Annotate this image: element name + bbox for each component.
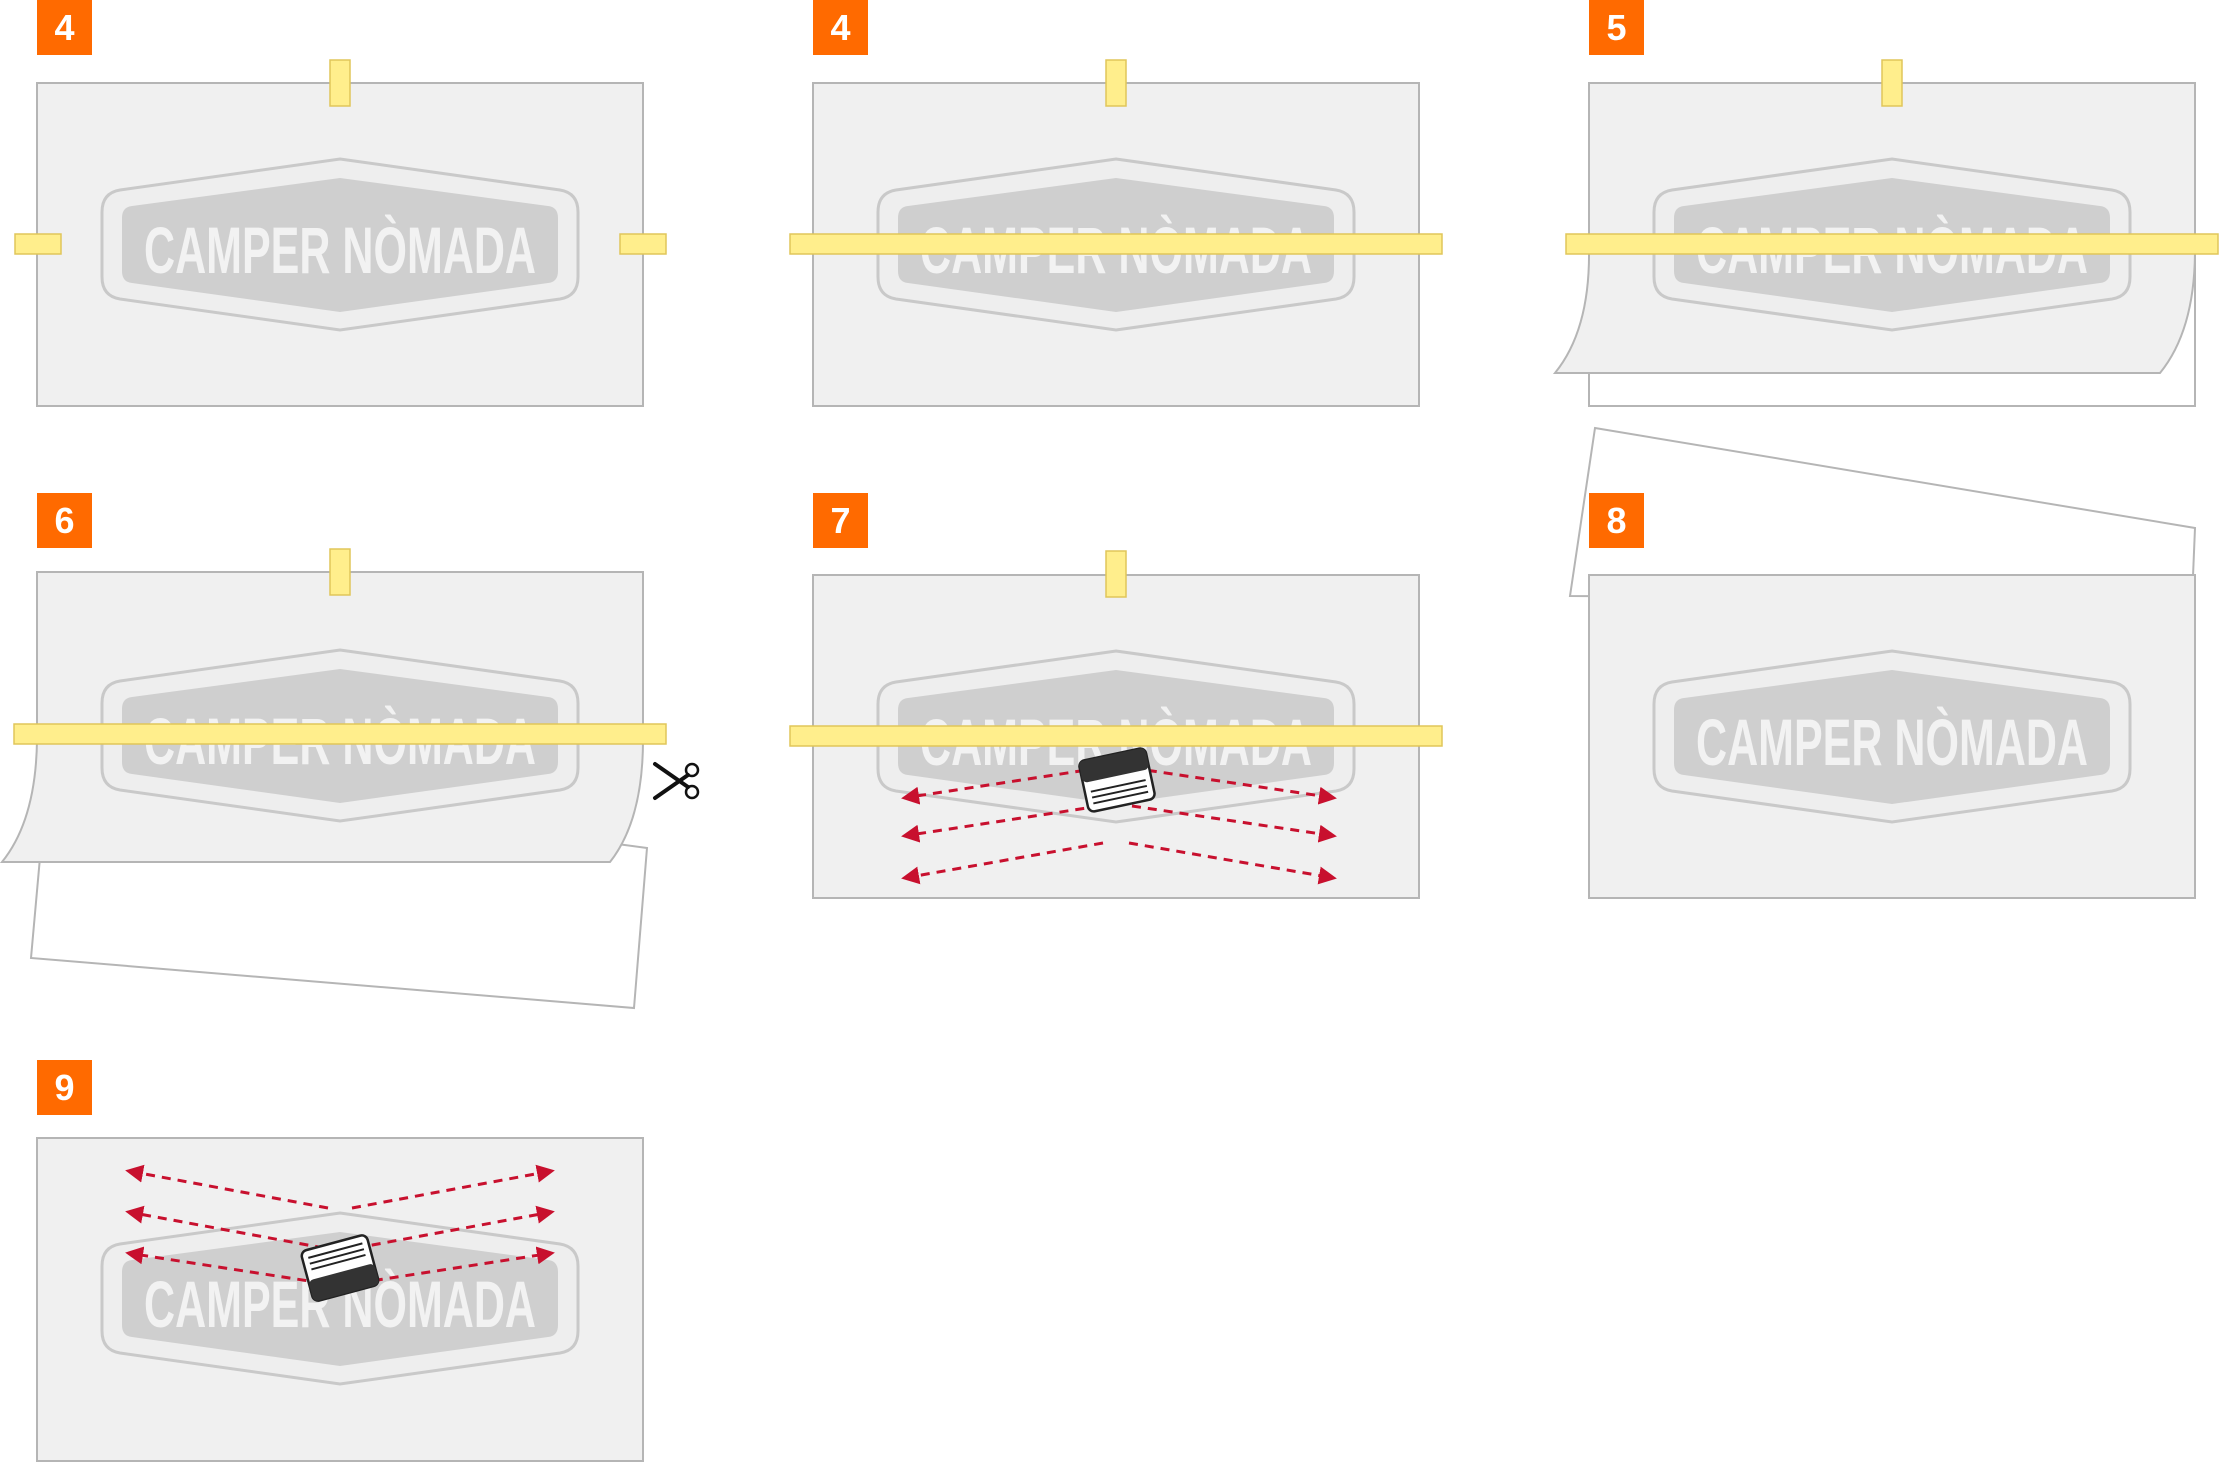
step-4: 6 CAMPER NÒMADA xyxy=(0,493,700,1010)
squeegee-icon xyxy=(300,1234,380,1302)
tape-left xyxy=(14,233,62,255)
step-badge xyxy=(813,493,868,548)
step-badge xyxy=(37,493,92,548)
arrow-icon xyxy=(901,804,1101,843)
logo: CAMPER NÒMADA xyxy=(100,157,580,332)
step-badge xyxy=(1589,0,1644,55)
arrow-icon xyxy=(1128,841,1337,885)
step-number: 4 xyxy=(54,7,74,48)
step-number: 5 xyxy=(1606,7,1626,48)
step-badge xyxy=(1589,493,1644,548)
arrow-icon xyxy=(125,1205,325,1250)
tape-right xyxy=(619,233,667,255)
tape-hinge xyxy=(13,723,667,745)
arrow-icon xyxy=(355,1205,555,1250)
arrow-icon xyxy=(901,766,1101,805)
step-1: 4 CAMPER NÒMADA xyxy=(14,0,667,407)
smoothing-arrows xyxy=(901,766,1337,885)
step-number: 9 xyxy=(54,1067,74,1108)
logo-text: CAMPER NÒMADA xyxy=(1696,705,2088,779)
step-5: 7 CAMPER NÒMADA xyxy=(789,493,1443,899)
logo: CAMPER NÒMADA xyxy=(100,1211,580,1386)
smoothing-arrows xyxy=(125,1164,555,1285)
tape-hinge xyxy=(789,233,1443,255)
arrow-icon xyxy=(1131,804,1337,843)
step-2: 4 CAMPER NÒMADA xyxy=(789,0,1443,407)
tape-top xyxy=(329,59,351,107)
arrow-icon xyxy=(901,841,1104,885)
squeegee-icon xyxy=(1078,747,1156,813)
step-badge xyxy=(37,1060,92,1115)
arrow-icon xyxy=(125,1164,329,1210)
step-badge xyxy=(813,0,868,55)
step-badge xyxy=(37,0,92,55)
logo: CAMPER NÒMADA xyxy=(1652,649,2132,824)
step-7: 9 CAMPER NÒMADA xyxy=(36,1060,644,1462)
step-6: 8 CAMPER NÒMADA xyxy=(1568,426,2197,899)
tape-top xyxy=(329,548,351,596)
logo-text: CAMPER NÒMADA xyxy=(144,213,536,287)
tape-top xyxy=(1881,59,1903,107)
step-number: 6 xyxy=(54,500,74,541)
tape-hinge xyxy=(1565,233,2219,255)
step-number: 4 xyxy=(830,7,850,48)
scissors-icon xyxy=(653,762,700,800)
arrow-icon xyxy=(1131,766,1337,805)
tape-top xyxy=(1105,59,1127,107)
step-number: 8 xyxy=(1606,500,1626,541)
step-3: 5 CAMPER NÒMADA xyxy=(1552,0,2219,407)
tape-top xyxy=(1105,550,1127,598)
step-number: 7 xyxy=(830,500,850,541)
tape-hinge xyxy=(789,725,1443,747)
arrow-icon xyxy=(351,1164,555,1210)
